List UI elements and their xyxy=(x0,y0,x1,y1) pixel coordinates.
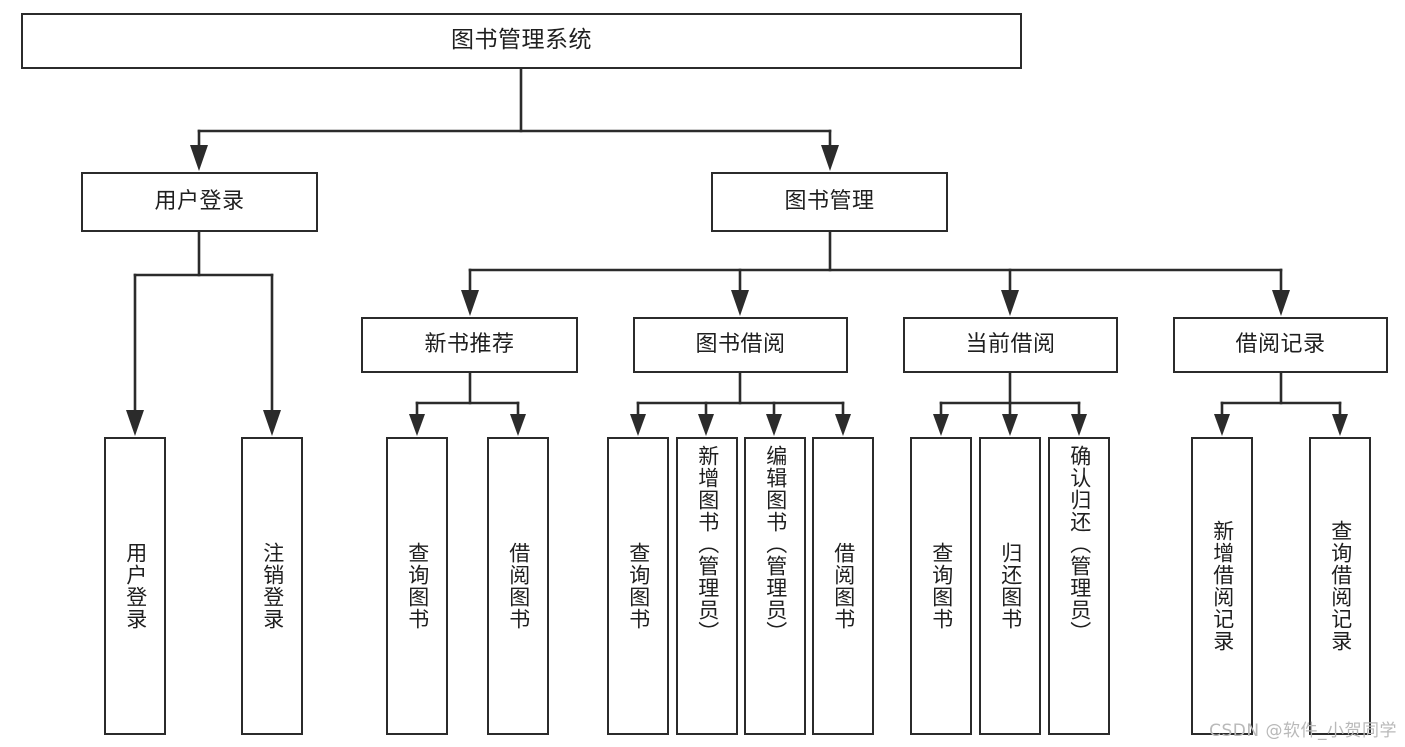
arrow-to-leaf-query-book-1 xyxy=(409,414,425,436)
node-leaf-borrow-book-2-label: 借阅图书 xyxy=(831,542,856,630)
arrow-to-leaf-query-book-3 xyxy=(933,414,949,436)
node-borrow-record[interactable]: 借阅记录 xyxy=(1173,317,1388,373)
node-leaf-logout[interactable]: 注销登录 xyxy=(241,437,303,735)
node-leaf-edit-book[interactable]: 编辑图书（管理员） xyxy=(744,437,806,735)
node-leaf-query-book-3-label: 查询图书 xyxy=(929,542,954,630)
node-current-borrow-label: 当前借阅 xyxy=(965,331,1056,357)
arrow-to-leaf-query-book-2 xyxy=(630,414,646,436)
node-leaf-borrow-book-1-label: 借阅图书 xyxy=(506,542,531,630)
arrow-to-current xyxy=(1001,290,1019,316)
arrow-to-new-book xyxy=(461,290,479,316)
arrow-to-leaf-borrow-book-1 xyxy=(510,414,526,436)
node-book-manage[interactable]: 图书管理 xyxy=(711,172,948,232)
arrow-to-user-login xyxy=(190,145,208,171)
node-root-label: 图书管理系统 xyxy=(451,27,592,54)
node-borrow-record-label: 借阅记录 xyxy=(1235,331,1326,357)
node-current-borrow[interactable]: 当前借阅 xyxy=(903,317,1118,373)
node-leaf-query-record[interactable]: 查询借阅记录 xyxy=(1309,437,1371,735)
node-book-manage-label: 图书管理 xyxy=(784,188,875,214)
node-leaf-edit-book-label: 编辑图书（管理员） xyxy=(763,445,788,643)
arrow-to-leaf-confirm-return xyxy=(1071,414,1087,436)
arrow-to-leaf-logout xyxy=(263,410,281,436)
node-leaf-query-book-1-label: 查询图书 xyxy=(405,542,430,630)
node-new-book-recommend-label: 新书推荐 xyxy=(424,331,515,357)
node-leaf-borrow-book-1[interactable]: 借阅图书 xyxy=(487,437,549,735)
arrow-to-borrow xyxy=(731,290,749,316)
node-leaf-confirm-return-label: 确认归还（管理员） xyxy=(1067,445,1092,643)
arrow-to-leaf-add-record xyxy=(1214,414,1230,436)
node-root[interactable]: 图书管理系统 xyxy=(21,13,1022,69)
node-leaf-logout-label: 注销登录 xyxy=(260,542,285,630)
node-leaf-return-book-label: 归还图书 xyxy=(998,542,1023,630)
arrow-to-record xyxy=(1272,290,1290,316)
node-new-book-recommend[interactable]: 新书推荐 xyxy=(361,317,578,373)
node-leaf-query-book-2[interactable]: 查询图书 xyxy=(607,437,669,735)
arrow-to-book-manage xyxy=(821,145,839,171)
node-leaf-add-book-label: 新增图书（管理员） xyxy=(695,445,720,643)
arrow-to-leaf-edit-book xyxy=(766,414,782,436)
arrow-to-leaf-borrow-book-2 xyxy=(835,414,851,436)
node-leaf-user-login[interactable]: 用户登录 xyxy=(104,437,166,735)
arrow-to-leaf-user-login xyxy=(126,410,144,436)
node-leaf-add-record-label: 新增借阅记录 xyxy=(1210,520,1235,652)
node-leaf-query-record-label: 查询借阅记录 xyxy=(1328,520,1353,652)
node-user-login-label: 用户登录 xyxy=(154,188,245,214)
csdn-watermark: CSDN @软件_小贺同学 xyxy=(1209,721,1397,741)
node-leaf-user-login-label: 用户登录 xyxy=(123,542,148,630)
node-leaf-add-book[interactable]: 新增图书（管理员） xyxy=(676,437,738,735)
node-leaf-add-record[interactable]: 新增借阅记录 xyxy=(1191,437,1253,735)
node-leaf-confirm-return[interactable]: 确认归还（管理员） xyxy=(1048,437,1110,735)
node-user-login[interactable]: 用户登录 xyxy=(81,172,318,232)
node-book-borrow-label: 图书借阅 xyxy=(695,331,786,357)
arrow-to-leaf-return-book xyxy=(1002,414,1018,436)
node-leaf-borrow-book-2[interactable]: 借阅图书 xyxy=(812,437,874,735)
arrow-to-leaf-add-book xyxy=(698,414,714,436)
node-leaf-query-book-3[interactable]: 查询图书 xyxy=(910,437,972,735)
node-book-borrow[interactable]: 图书借阅 xyxy=(633,317,848,373)
arrow-to-leaf-query-record xyxy=(1332,414,1348,436)
node-leaf-query-book-2-label: 查询图书 xyxy=(626,542,651,630)
node-leaf-return-book[interactable]: 归还图书 xyxy=(979,437,1041,735)
node-leaf-query-book-1[interactable]: 查询图书 xyxy=(386,437,448,735)
